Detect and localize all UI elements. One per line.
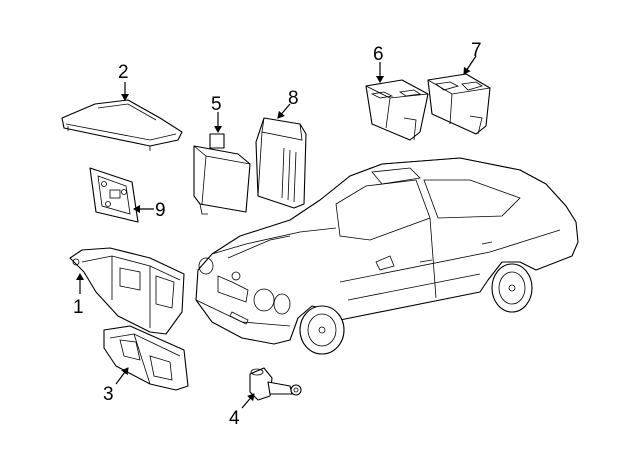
callout-6: 6 (373, 44, 384, 65)
callout-7: 7 (471, 40, 482, 61)
callout-9: 9 (155, 200, 166, 221)
callout-labels: 2 5 6 7 8 9 1 3 4 (73, 40, 482, 429)
callout-8: 8 (288, 88, 299, 109)
callout-2: 2 (118, 62, 129, 83)
leader-lines (76, 55, 477, 409)
callout-3: 3 (103, 384, 114, 405)
part-1-fuse-box-tray[interactable] (69, 247, 185, 335)
part-5-control-module[interactable] (193, 133, 251, 215)
car-sedan (195, 157, 579, 355)
callout-4: 4 (229, 408, 240, 429)
part-7-module[interactable] (427, 73, 491, 135)
part-4-sensor[interactable] (249, 367, 302, 401)
callout-1: 1 (73, 297, 84, 318)
part-6-module[interactable] (365, 79, 429, 141)
part-8-module[interactable] (255, 117, 307, 209)
part-2-fuse-box-cover[interactable] (61, 99, 183, 151)
part-3-lower-housing[interactable] (103, 325, 189, 391)
part-9-bracket[interactable] (89, 167, 139, 223)
callout-5: 5 (211, 94, 222, 115)
